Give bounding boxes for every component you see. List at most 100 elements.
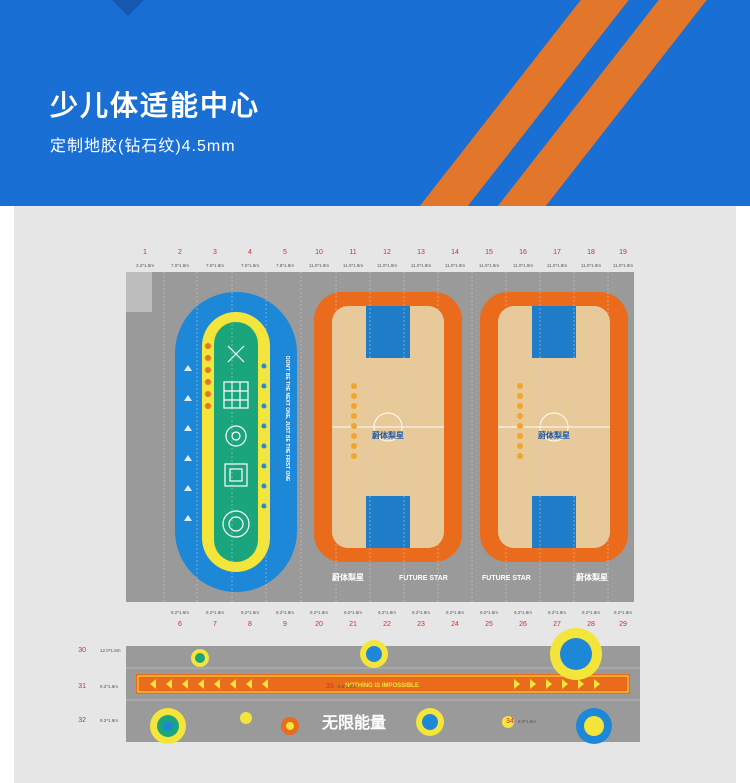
floor-plan-drawing: 13.2*1.8m27.0*1.8m37.0*1.8m47.0*1.8m57.8… [78, 249, 640, 744]
panel-number: 12 [383, 249, 391, 256]
panel-dimension: 11.0*1.8m [445, 263, 465, 268]
strip-row-number: 32 [78, 717, 86, 724]
panel-dimension: 11.0*1.8m [411, 263, 431, 268]
panel-dimension: 11.0*1.8m [613, 263, 633, 268]
panel-number: 24 [451, 621, 459, 628]
panel-number: 9 [283, 621, 287, 628]
panel-number: 10 [315, 249, 323, 256]
panel-dimension: 9.2*1.8m [548, 610, 566, 615]
panel-number: 29 [619, 621, 627, 628]
panel-dimension: 9.2*1.8m [378, 610, 396, 615]
panel-dimension: 9.2*1.8m [480, 610, 498, 615]
panel-dimension: 11.0*1.8m [377, 263, 397, 268]
strip-panel-dimension: 9.9*1.8m [518, 719, 536, 724]
panel-dimension: 9.2*1.8m [582, 610, 600, 615]
panel-dimension: 9.2*1.8m [276, 610, 294, 615]
strip-row-dimension: 12.0*1.8m [100, 648, 121, 653]
strip-panel-number: 34 [506, 718, 514, 725]
page-subtitle: 定制地胶(钻石纹)4.5mm [50, 138, 236, 155]
panel-number: 5 [283, 249, 287, 256]
panel-number: 16 [519, 249, 527, 256]
panel-dimension: 9.2*1.8m [344, 610, 362, 615]
panel-number: 11 [349, 249, 356, 256]
bottom-labels: 9.2*1.8m 6 9.2*1.8m 7 9.2*1.8m 8 9.2*1.8m 9 9.2*… [171, 610, 632, 628]
top-labels: 13.2*1.8m27.0*1.8m37.0*1.8m47.0*1.8m57.8… [136, 249, 633, 268]
panel-dimension: 9.2*1.8m [206, 610, 224, 615]
ladder [203, 446, 213, 526]
panel-dimension: 9.2*1.8m [446, 610, 464, 615]
banner-notch [112, 0, 144, 16]
panel-number: 23 [417, 621, 425, 628]
panel-number: 13 [417, 249, 425, 256]
panel-dimension: 11.0*1.8m [479, 263, 499, 268]
court-logo: 蔚体梨星 [538, 430, 570, 440]
panel-dimension: 9.2*1.8m [614, 610, 632, 615]
panel-number: 2 [178, 249, 182, 256]
court-label-en: FUTURE STAR [482, 575, 531, 582]
panel-number: 3 [213, 249, 217, 256]
bottom-strip: NOTHING IS IMPOSSIBLE 无限能量 [126, 628, 640, 744]
floor-notch [126, 272, 152, 312]
panel-number: 14 [451, 249, 459, 256]
strip-panel-number: 33 [326, 683, 334, 690]
panel-cut-lines [163, 272, 609, 602]
panel-number: 15 [485, 249, 493, 256]
panel-number: 6 [178, 621, 182, 628]
panel-number: 7 [213, 621, 217, 628]
panel-dimension: 9.2*1.8m [514, 610, 532, 615]
panel-dimension: 11.0*1.8m [547, 263, 567, 268]
panel-dimension: 7.8*1.8m [276, 263, 294, 268]
court-label-cn: 蔚体梨星 [332, 572, 364, 582]
panel-number: 8 [248, 621, 252, 628]
panel-number: 25 [485, 621, 493, 628]
strip-row-number: 30 [78, 647, 86, 654]
grid-icon [223, 381, 249, 409]
infield-icons [222, 345, 250, 538]
panel-number: 18 [587, 249, 595, 256]
track-infield-green [214, 322, 258, 562]
strip-labels: 30 12.0*1.8m 31 9.2*1.8m 32 9.2*1.8m 33 6.6*1.8… [78, 647, 536, 725]
strip-row-dimension: 9.2*1.8m [100, 718, 118, 723]
track-slogan: DON'T BE THE NEXT ONE, JUST BE THE FIRST… [284, 356, 290, 482]
strip-row-dimension: 9.2*1.8m [100, 684, 118, 689]
court-label-cn: 蔚体梨星 [576, 572, 608, 582]
page-title: 少儿体适能中心 [50, 90, 261, 121]
panel-number: 28 [587, 621, 595, 628]
strip-panel-dimension: 6.6*1.8m [338, 684, 356, 689]
panel-dimension: 9.2*1.8m [310, 610, 328, 615]
web-icon [222, 510, 250, 538]
track-chevrons [184, 365, 192, 521]
panel-dimension: 7.0*1.8m [206, 263, 224, 268]
panel-number: 17 [553, 249, 561, 256]
court-logo: 蔚体梨星 [372, 430, 404, 440]
strip-row-number: 31 [78, 683, 86, 690]
agility-dots [205, 343, 267, 509]
panel-number: 22 [383, 621, 391, 628]
panel-number: 1 [143, 249, 147, 256]
panel-dimension: 11.0*1.8m [343, 263, 363, 268]
panel-number: 21 [349, 621, 357, 628]
panel-dimension: 9.2*1.8m [241, 610, 259, 615]
strip-slogan: NOTHING IS IMPOSSIBLE [345, 683, 419, 689]
panel-number: 20 [315, 621, 323, 628]
panel-number: 4 [248, 249, 252, 256]
strip-logo: 无限能量 [321, 713, 386, 732]
panel-number: 19 [619, 249, 627, 256]
header-banner: 少儿体适能中心 定制地胶(钻石纹)4.5mm [0, 0, 750, 206]
court-label-en: FUTURE STAR [399, 575, 448, 582]
panel-number: 27 [553, 621, 561, 628]
panel-dimension: 9.2*1.8m [412, 610, 430, 615]
panel-dimension: 11.0*1.8m [513, 263, 533, 268]
square-icon [224, 463, 248, 487]
panel-number: 26 [519, 621, 527, 628]
basketball-court-1: 蔚体梨星 蔚体梨星 FUTURE STAR [314, 292, 462, 582]
panel-dimension: 7.0*1.8m [241, 263, 259, 268]
cross-icon [227, 345, 245, 363]
panel-dimension: 11.0*1.8m [309, 263, 329, 268]
basketball-court-2: 蔚体梨星 FUTURE STAR 蔚体梨星 [480, 292, 628, 582]
panel-dimension: 11.0*1.8m [581, 263, 601, 268]
panel-dimension: 7.0*1.8m [171, 263, 189, 268]
target-icon [225, 425, 247, 447]
panel-dimension: 9.2*1.8m [171, 610, 189, 615]
